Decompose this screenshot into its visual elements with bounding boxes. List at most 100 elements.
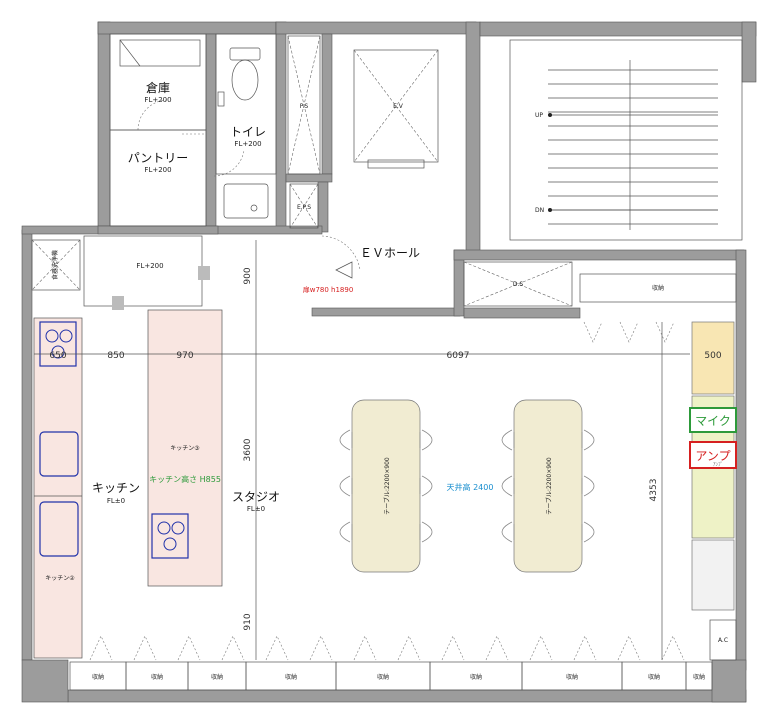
storage-shelf-diagonal	[119, 39, 141, 67]
folding-door-panel	[265, 635, 289, 661]
bottom-folding-doors	[89, 635, 685, 661]
amp-sub-label: ｱﾝﾌﾟ	[713, 461, 723, 468]
wall-bottom-left-block	[21, 659, 69, 703]
storage-top-right	[579, 273, 737, 303]
dim-970: 970	[176, 351, 193, 361]
storage-unit-label: 収納	[377, 673, 389, 681]
cabinet-yellow	[691, 321, 735, 395]
folding-door-panel	[485, 635, 509, 661]
storage-label: 倉庫	[146, 80, 170, 95]
ev-shaft	[353, 49, 439, 163]
chair	[581, 521, 595, 543]
stove-burner-2	[59, 329, 73, 343]
ac-box	[709, 619, 737, 661]
ds-label: D.S	[513, 281, 524, 288]
stairs-dn-label: DN	[535, 207, 544, 214]
stove	[39, 321, 77, 367]
dim-4353: 4353	[649, 479, 659, 502]
chair	[419, 521, 433, 543]
storage-unit-label: 収納	[92, 673, 104, 681]
ev-hall-door	[321, 235, 361, 271]
wall-ev-hall-bottom	[311, 307, 461, 317]
chair	[501, 475, 515, 497]
mic-badge	[689, 407, 737, 433]
stove-burner-1	[45, 329, 59, 343]
toilet-label: トイレ	[230, 125, 266, 139]
ev-door-frame	[367, 159, 425, 169]
ps-label: P.S	[300, 103, 309, 110]
folding-door-panel	[617, 635, 641, 661]
wall-col-ev-left	[321, 33, 333, 175]
kitchen-counter-left	[33, 317, 83, 659]
folding-door-panel	[573, 635, 597, 661]
ds-shaft	[463, 261, 573, 307]
ceiling-height-label: 天井高 2400	[447, 482, 494, 492]
wall-bottom	[67, 689, 747, 703]
sink-1	[39, 431, 79, 477]
wall-pantry-bottom	[97, 225, 219, 235]
ds-cross-b	[463, 261, 573, 307]
dim-850: 850	[107, 351, 124, 361]
toilet-paper	[217, 91, 225, 107]
wall-stair-top	[479, 21, 757, 37]
stove-burner-3	[51, 345, 65, 359]
chair	[419, 429, 433, 451]
dishwasher-cross-b	[31, 239, 81, 291]
kitchen-level: FL±0	[107, 497, 125, 505]
island-burner-1	[157, 521, 171, 535]
dim-650: 650	[49, 351, 66, 361]
folding-door-panel	[133, 635, 157, 661]
toilet-tank	[229, 47, 261, 61]
wall-left-main	[21, 229, 33, 661]
column-hatch-1	[112, 296, 124, 310]
wall-col-ev-right	[465, 21, 481, 253]
wall-bottom-right-block	[711, 659, 747, 703]
dim-900: 900	[243, 267, 253, 284]
folding-door-panel	[177, 635, 201, 661]
upper-floor-area	[83, 235, 203, 307]
wall-eps-bottom	[285, 173, 333, 183]
kitchen-height-label: キッチン高さ H855	[149, 474, 221, 484]
chair	[339, 475, 353, 497]
annex-wall-top	[97, 21, 277, 35]
wall-ds-top	[453, 249, 745, 261]
ps-shaft	[287, 35, 321, 175]
washbasin-drain	[250, 204, 258, 212]
wall-top-center	[275, 21, 477, 35]
kitchen3-label: キッチン③	[170, 445, 199, 452]
kitchen-island	[147, 309, 223, 587]
folding-door-panel	[661, 635, 685, 661]
toilet-level: FL+200	[234, 140, 261, 148]
storage-unit-label: 収納	[566, 673, 578, 681]
chair	[339, 429, 353, 451]
island-burner-2	[171, 521, 185, 535]
amp-badge	[689, 441, 737, 469]
storage-unit-label: 収納	[693, 673, 705, 681]
toilet-room	[215, 33, 277, 175]
folding-door-panel	[397, 635, 421, 661]
storage-door	[137, 99, 169, 131]
washbasin	[223, 183, 269, 219]
folding-door-panel	[529, 635, 553, 661]
ev-cross-b	[353, 49, 439, 163]
storage-unit-label: 収納	[211, 673, 223, 681]
dishwasher-box	[31, 239, 81, 291]
chair	[501, 429, 515, 451]
storage-unit-label: 収納	[648, 673, 660, 681]
mic-label: マイク	[695, 414, 731, 428]
wall-col-ps	[275, 21, 287, 233]
ac-label: A.C	[718, 637, 728, 644]
storage-unit	[685, 661, 713, 691]
stairs-up-label: UP	[535, 112, 543, 119]
chair	[581, 475, 595, 497]
chair	[581, 429, 595, 451]
ds-cross-a	[463, 261, 573, 307]
upper-area-level: FL+200	[136, 262, 163, 270]
toilet-bowl	[231, 59, 259, 101]
eps-label: E.P.S	[297, 204, 311, 211]
bottom-storage-row: 収納収納収納収納収納収納収納収納収納	[69, 661, 713, 691]
cabinet-gray	[691, 539, 735, 611]
folding-door-panel	[353, 635, 377, 661]
eps-cross-b	[289, 183, 319, 229]
wall-ds-bottom	[463, 307, 581, 319]
